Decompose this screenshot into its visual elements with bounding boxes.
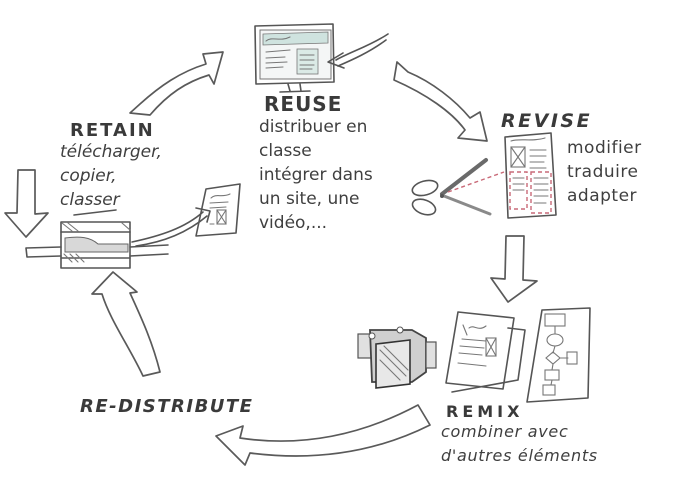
arrow-redistribute-to-retain bbox=[91, 271, 161, 377]
reuse-line: intégrer dans bbox=[259, 165, 373, 185]
retain-line: classer bbox=[60, 190, 120, 210]
reuse-line: un site, une bbox=[259, 189, 360, 209]
arrow-remix-to-redistribute bbox=[215, 404, 431, 466]
remix-line: combiner avec bbox=[441, 422, 569, 441]
arrow-retain-to-reuse bbox=[129, 51, 224, 116]
retained-document-icon bbox=[195, 183, 241, 237]
revised-document-icon bbox=[504, 132, 557, 219]
revise-line: adapter bbox=[567, 186, 638, 206]
retain-line: copier, bbox=[60, 166, 117, 186]
reuse-line: classe bbox=[259, 141, 312, 161]
stage-title-redistribute: RE-DISTRIBUTE bbox=[80, 396, 254, 417]
reuse-line: distribuer en bbox=[259, 117, 368, 137]
retain-line: télécharger, bbox=[60, 142, 162, 162]
reuse-line: vidéo,... bbox=[259, 213, 328, 233]
monitor-icon bbox=[254, 23, 335, 93]
remix-document-icon bbox=[445, 311, 526, 393]
scissors-icon bbox=[411, 158, 492, 216]
monitor-input-arrow bbox=[327, 33, 389, 69]
remix-line: d'autres éléments bbox=[441, 446, 598, 465]
arrow-reuse-to-revise bbox=[393, 61, 488, 142]
stage-title-revise: REVISE bbox=[501, 110, 593, 132]
stage-desc-remix: combiner avec d'autres éléments bbox=[441, 420, 598, 468]
stage-title-reuse: REUSE bbox=[264, 92, 343, 116]
down-arrow-icon bbox=[4, 169, 49, 238]
cut-line bbox=[447, 171, 505, 193]
flowchart-icon bbox=[526, 307, 591, 403]
copy-output-arrow bbox=[131, 207, 211, 247]
stage-desc-reuse: distribuer en classe intégrer dans un si… bbox=[259, 115, 373, 235]
revise-line: modifier bbox=[567, 138, 642, 158]
arrow-revise-to-remix bbox=[490, 235, 538, 303]
stage-title-retain: RETAIN bbox=[70, 120, 155, 141]
copier-machine-icon bbox=[25, 209, 169, 269]
camera-icon bbox=[357, 326, 437, 389]
stage-desc-revise: modifier traduire adapter bbox=[567, 136, 642, 208]
stage-desc-retain: télécharger, copier, classer bbox=[60, 140, 162, 212]
revise-line: traduire bbox=[567, 162, 639, 182]
stage-title-remix: REMIX bbox=[446, 402, 524, 421]
